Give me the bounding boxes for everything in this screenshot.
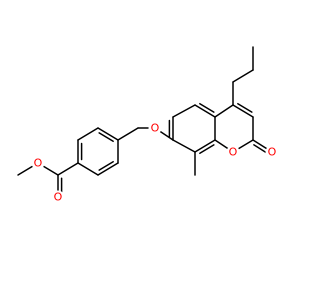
atom-label-o-methoxy: O [34,157,43,170]
single-bond [172,104,196,118]
double-bond-secondary [98,160,114,171]
double-bond-primary [97,162,119,176]
double-bond-primary [97,127,119,141]
atom-label-o-ring: O [229,146,238,159]
atom-label-o-carbonyl: O [54,191,63,204]
atom-background [148,121,162,135]
atom-background [226,145,240,159]
double-bond-secondary [199,102,215,113]
single-bond [77,162,99,176]
single-bond [232,69,254,83]
atom-background [31,156,45,170]
single-bond [214,104,234,118]
double-bond-secondary [253,144,268,154]
double-bond-primary [232,104,254,118]
atom-label-o-ether: O [151,122,160,135]
atom-background [265,145,279,159]
double-bond-primary [194,139,216,153]
double-bond-secondary [98,132,114,143]
atom-layer: O O O O O [31,121,279,204]
atom-label-o-lactone: O [268,146,277,159]
double-bond-secondary [199,144,215,155]
double-bond-secondary [237,102,253,113]
bond-layer [17,46,273,198]
single-bond [57,162,79,176]
atom-background [51,190,65,204]
single-bond [117,127,139,141]
molecule-canvas: O O O O O [17,46,279,204]
single-bond [172,139,196,153]
double-bond-primary [194,104,216,118]
single-bond [77,127,99,141]
structure-diagram: O O O O O [17,46,279,204]
